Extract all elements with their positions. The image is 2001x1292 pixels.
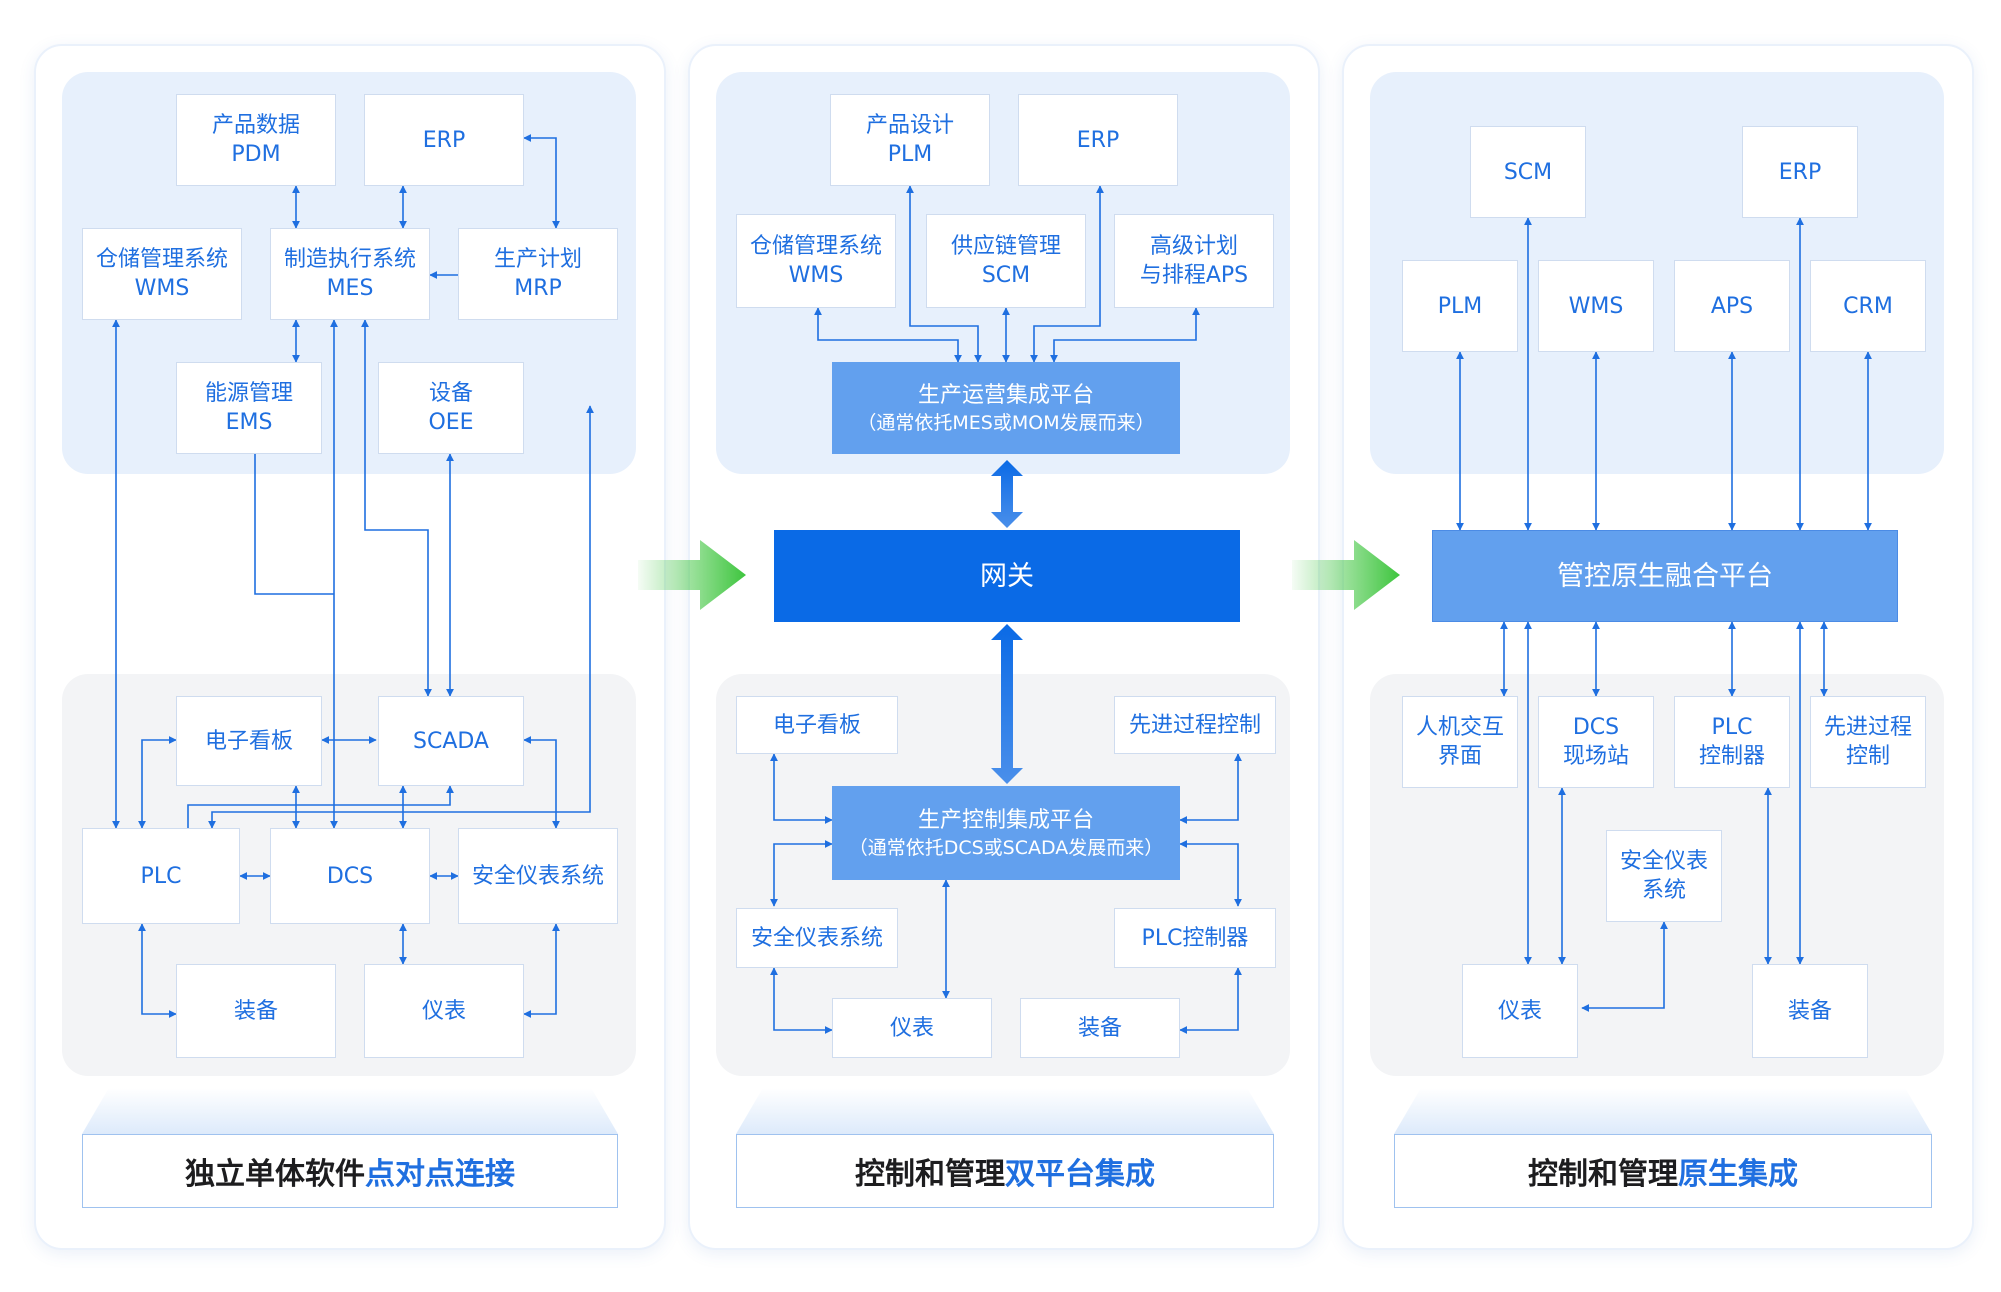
- transition-arrow-2: [1292, 540, 1400, 610]
- aps-box-3: APS: [1674, 260, 1790, 352]
- fusion-platform: 管控原生融合平台: [1432, 530, 1898, 622]
- control-platform: 生产控制集成平台（通常依托DCS或SCADA发展而来）: [832, 786, 1180, 880]
- link-apc-ctrl: [1179, 753, 1242, 824]
- gateway-arrows: [991, 460, 1023, 784]
- erp-box-3: ERP: [1742, 126, 1858, 218]
- transition-arrow-1: [638, 540, 746, 610]
- link-plc-board: [138, 736, 177, 829]
- link-sis-meter-3: [1581, 921, 1668, 1012]
- plc-box: PLC: [82, 828, 240, 924]
- apc-box-2: 先进过程控制: [1114, 696, 1276, 754]
- gateway-arrow-down: [991, 624, 1023, 784]
- link-board-ctrl: [770, 753, 833, 824]
- link-sis-meter: [523, 923, 560, 1018]
- caption-2: 控制和管理双平台集成: [736, 1134, 1274, 1208]
- link-scada-sis: [523, 736, 560, 829]
- board-box: 电子看板: [176, 696, 322, 786]
- meter-box: 仪表: [364, 964, 524, 1058]
- wms-box-3: WMS: [1538, 260, 1654, 352]
- equip-box: 装备: [176, 964, 336, 1058]
- caption-glow-1: [82, 1088, 618, 1134]
- link-aps-ops: [1050, 307, 1200, 363]
- link-plc-equip: [138, 923, 177, 1018]
- sis-box-3: 安全仪表系统: [1606, 830, 1722, 922]
- erp-box: ERP: [364, 94, 524, 186]
- apc-box-3: 先进过程控制: [1810, 696, 1926, 788]
- link-plc-equip-2: [1179, 967, 1242, 1034]
- link-wms-ops: [814, 307, 962, 363]
- plc-box-2: PLC控制器: [1114, 908, 1276, 968]
- caption-1: 独立单体软件点对点连接: [82, 1134, 618, 1208]
- aps-box-2: 高级计划与排程APS: [1114, 214, 1274, 308]
- link-sis-meter-2: [770, 967, 833, 1034]
- meter-box-2: 仪表: [832, 998, 992, 1058]
- caption-glow-3: [1394, 1088, 1932, 1134]
- equip-box-2: 装备: [1020, 998, 1180, 1058]
- plm-box-3: PLM: [1402, 260, 1518, 352]
- link-plc-scada: [187, 785, 454, 828]
- caption-3: 控制和管理原生集成: [1394, 1134, 1932, 1208]
- caption-glow-2: [736, 1088, 1274, 1134]
- scada-box: SCADA: [378, 696, 524, 786]
- gateway-arrow-up: [991, 460, 1023, 528]
- link-ctrl-plc: [1179, 840, 1242, 907]
- operations-platform: 生产运营集成平台（通常依托MES或MOM发展而来）: [832, 362, 1180, 454]
- crm-box-3: CRM: [1810, 260, 1926, 352]
- board-box-2: 电子看板: [736, 696, 898, 754]
- link-ctrl-sis: [770, 840, 833, 907]
- sis-box: 安全仪表系统: [458, 828, 618, 924]
- link-ems-dcs: [254, 454, 334, 595]
- dcs-box: DCS: [270, 828, 430, 924]
- hmi-box-3: 人机交互界面: [1402, 696, 1518, 788]
- link-erp-mrp: [523, 134, 560, 229]
- meter-box-3: 仪表: [1462, 964, 1578, 1058]
- sis-box-2: 安全仪表系统: [736, 908, 898, 968]
- link-plm-ops: [906, 185, 982, 363]
- scm-box-3: SCM: [1470, 126, 1586, 218]
- gateway-box: 网关: [774, 530, 1240, 622]
- erp-box-2: ERP: [1018, 94, 1178, 186]
- equip-box-3: 装备: [1752, 964, 1868, 1058]
